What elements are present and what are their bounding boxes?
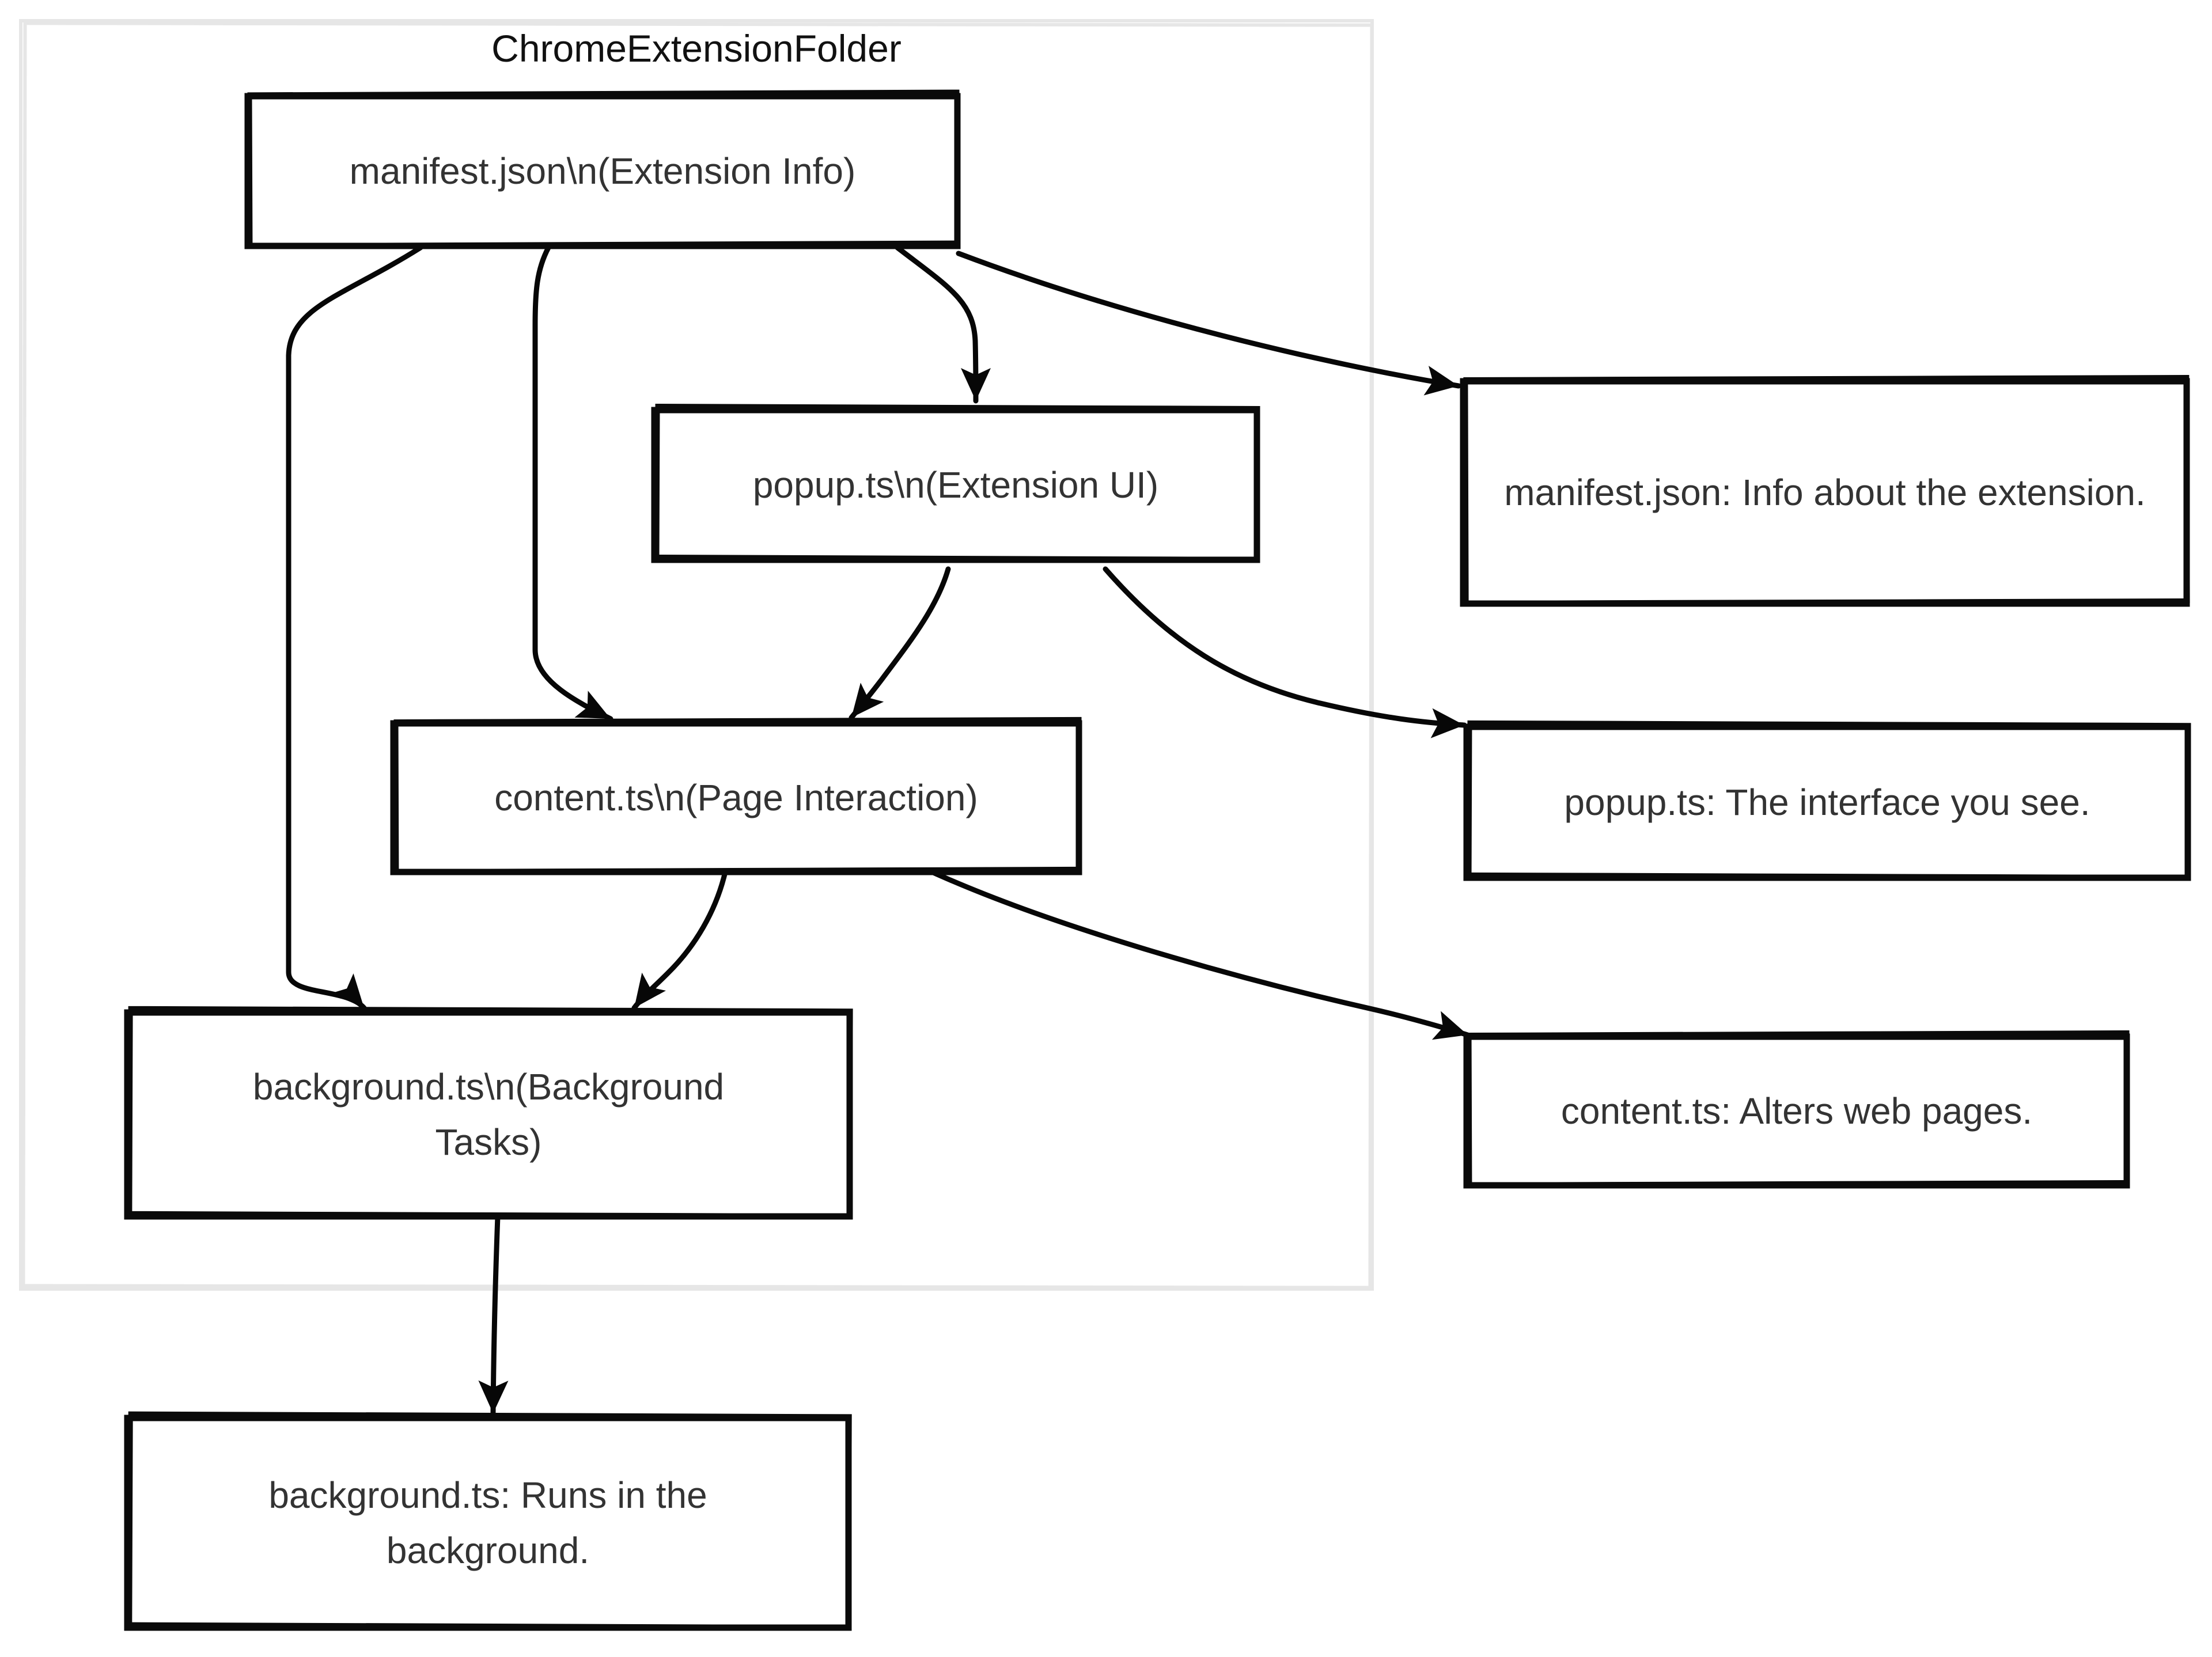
node-popup-box — [651, 403, 1260, 563]
edge-manifest-to-background — [286, 245, 423, 1011]
node-manifest-info-box — [1460, 375, 2190, 607]
edge-content-to-content-info — [929, 869, 1471, 1040]
container-chrome-extension-folder — [19, 19, 1374, 1291]
node-content-info-box — [1463, 1030, 2130, 1189]
node-background-box — [124, 1006, 853, 1220]
node-content-box — [390, 716, 1082, 875]
edge-manifest-to-popup — [895, 245, 991, 404]
edges — [286, 245, 1471, 1416]
node-popup-info-box — [1463, 720, 2191, 881]
edge-content-to-background — [631, 869, 728, 1011]
container-title: ChromeExtensionFolder — [491, 27, 902, 70]
node-manifest-box — [244, 89, 961, 249]
edge-background-to-background-info — [478, 1214, 509, 1416]
edge-manifest-to-manifest-info — [956, 251, 1461, 396]
node-background-info-box — [124, 1411, 852, 1631]
edge-manifest-to-content — [532, 245, 613, 722]
edge-popup-to-popup-info — [1103, 566, 1467, 738]
edge-popup-to-content — [849, 566, 951, 721]
